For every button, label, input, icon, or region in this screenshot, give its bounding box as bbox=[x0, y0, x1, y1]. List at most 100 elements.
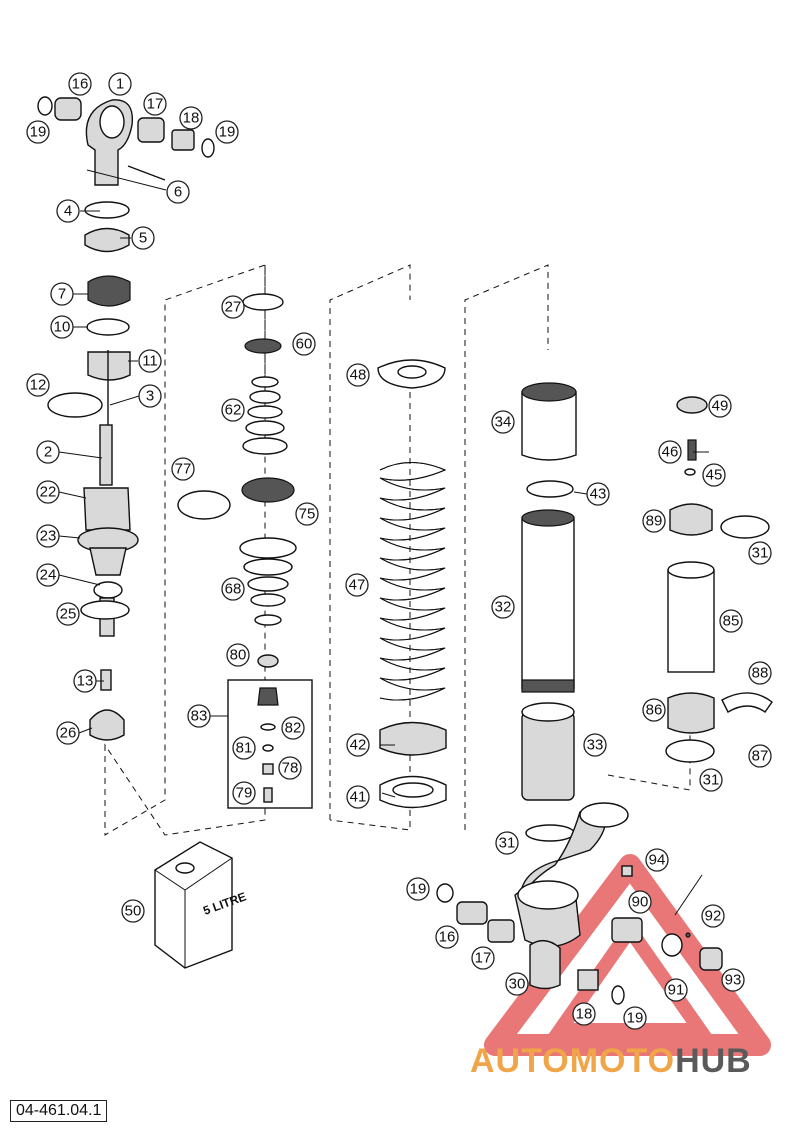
callout-93: 93 bbox=[721, 968, 745, 992]
callout-87: 87 bbox=[748, 744, 772, 768]
svg-text:88: 88 bbox=[752, 665, 769, 682]
svg-text:30: 30 bbox=[509, 976, 526, 993]
svg-text:16: 16 bbox=[72, 76, 89, 93]
callout-34: 34 bbox=[491, 410, 515, 434]
svg-text:87: 87 bbox=[752, 748, 769, 765]
svg-text:1: 1 bbox=[116, 76, 124, 93]
watermark-text: AUTOMOTOHUB bbox=[470, 1042, 752, 1081]
callout-32: 32 bbox=[491, 595, 515, 619]
svg-text:2: 2 bbox=[44, 444, 52, 461]
svg-text:81: 81 bbox=[236, 740, 253, 757]
svg-text:83: 83 bbox=[191, 708, 208, 725]
reservoir-assembly bbox=[665, 396, 773, 763]
svg-text:17: 17 bbox=[475, 950, 492, 967]
callout-16a: 16 bbox=[68, 72, 92, 96]
svg-text:85: 85 bbox=[723, 613, 740, 630]
callout-16b: 16 bbox=[435, 925, 459, 949]
svg-text:26: 26 bbox=[60, 725, 77, 742]
callout-22: 22 bbox=[36, 480, 60, 504]
svg-text:77: 77 bbox=[175, 461, 192, 478]
svg-text:62: 62 bbox=[225, 402, 242, 419]
svg-text:68: 68 bbox=[225, 581, 242, 598]
assembly-guide-lines bbox=[104, 264, 691, 836]
svg-text:49: 49 bbox=[712, 398, 729, 415]
svg-text:13: 13 bbox=[77, 673, 94, 690]
callout-5: 5 bbox=[131, 226, 155, 250]
svg-text:34: 34 bbox=[495, 414, 512, 431]
reservoir-eye-assembly bbox=[37, 96, 215, 741]
callout-2: 2 bbox=[36, 440, 60, 464]
callout-48: 48 bbox=[346, 363, 370, 387]
callout-85: 85 bbox=[719, 609, 743, 633]
svg-text:41: 41 bbox=[350, 789, 367, 806]
svg-text:7: 7 bbox=[58, 286, 66, 303]
callout-88: 88 bbox=[748, 661, 772, 685]
svg-text:43: 43 bbox=[590, 486, 607, 503]
callout-82: 82 bbox=[281, 716, 305, 740]
svg-text:4: 4 bbox=[64, 203, 72, 220]
callout-43: 43 bbox=[586, 482, 610, 506]
callout-92: 92 bbox=[701, 904, 725, 928]
watermark-part1: AUTOMOTO bbox=[470, 1042, 676, 1080]
callout-7: 7 bbox=[50, 282, 74, 306]
callout-18b: 18 bbox=[572, 1002, 596, 1026]
svg-text:19: 19 bbox=[30, 124, 47, 141]
svg-text:10: 10 bbox=[54, 319, 71, 336]
callout-42: 42 bbox=[346, 733, 370, 757]
svg-text:46: 46 bbox=[662, 444, 679, 461]
callout-94: 94 bbox=[645, 848, 669, 872]
callout-90: 90 bbox=[628, 890, 652, 914]
svg-text:25: 25 bbox=[60, 606, 77, 623]
svg-text:24: 24 bbox=[40, 567, 57, 584]
svg-text:12: 12 bbox=[30, 377, 47, 394]
leader-lines bbox=[58, 169, 709, 916]
callout-19b: 19 bbox=[215, 120, 239, 144]
callout-19d: 19 bbox=[623, 1006, 647, 1030]
callout-17a: 17 bbox=[143, 92, 167, 116]
svg-text:19: 19 bbox=[219, 124, 236, 141]
callout-31b: 31 bbox=[748, 541, 772, 565]
callout-18a: 18 bbox=[179, 106, 203, 130]
callout-19a: 19 bbox=[26, 120, 50, 144]
spring-assembly bbox=[377, 359, 447, 809]
oil-can: 5 LITRE bbox=[154, 841, 248, 969]
callout-83: 83 bbox=[187, 704, 211, 728]
callout-30: 30 bbox=[505, 972, 529, 996]
svg-text:32: 32 bbox=[495, 599, 512, 616]
svg-text:86: 86 bbox=[646, 702, 663, 719]
svg-text:90: 90 bbox=[632, 894, 649, 911]
watermark-part2: HUB bbox=[675, 1042, 752, 1080]
svg-text:89: 89 bbox=[646, 513, 663, 530]
svg-text:91: 91 bbox=[668, 982, 685, 999]
svg-text:48: 48 bbox=[350, 367, 367, 384]
svg-text:11: 11 bbox=[142, 353, 158, 370]
callout-33: 33 bbox=[583, 733, 607, 757]
svg-text:19: 19 bbox=[410, 881, 427, 898]
svg-text:50: 50 bbox=[125, 903, 142, 920]
callout-19c: 19 bbox=[406, 877, 430, 901]
callout-25: 25 bbox=[56, 602, 80, 626]
callout-89: 89 bbox=[642, 509, 666, 533]
callout-45: 45 bbox=[702, 463, 726, 487]
callout-31a: 31 bbox=[495, 831, 519, 855]
svg-text:93: 93 bbox=[725, 972, 742, 989]
svg-text:22: 22 bbox=[40, 484, 57, 501]
svg-text:79: 79 bbox=[236, 785, 253, 802]
callout-4: 4 bbox=[56, 199, 80, 223]
callout-6: 6 bbox=[166, 180, 190, 204]
svg-text:17: 17 bbox=[147, 96, 164, 113]
svg-text:3: 3 bbox=[146, 388, 154, 405]
callouts: 16 1 17 18 19 19 6 4 5 7 10 11 3 12 2 22… bbox=[26, 72, 772, 1030]
callout-1: 1 bbox=[108, 72, 132, 96]
callout-80: 80 bbox=[226, 643, 250, 667]
svg-text:92: 92 bbox=[705, 908, 722, 925]
callout-47: 47 bbox=[345, 573, 369, 597]
callout-86: 86 bbox=[642, 698, 666, 722]
svg-text:82: 82 bbox=[285, 720, 302, 737]
callout-10: 10 bbox=[50, 315, 74, 339]
svg-text:60: 60 bbox=[296, 336, 313, 353]
svg-text:18: 18 bbox=[183, 110, 200, 127]
callout-75: 75 bbox=[295, 502, 319, 526]
svg-text:45: 45 bbox=[706, 467, 723, 484]
